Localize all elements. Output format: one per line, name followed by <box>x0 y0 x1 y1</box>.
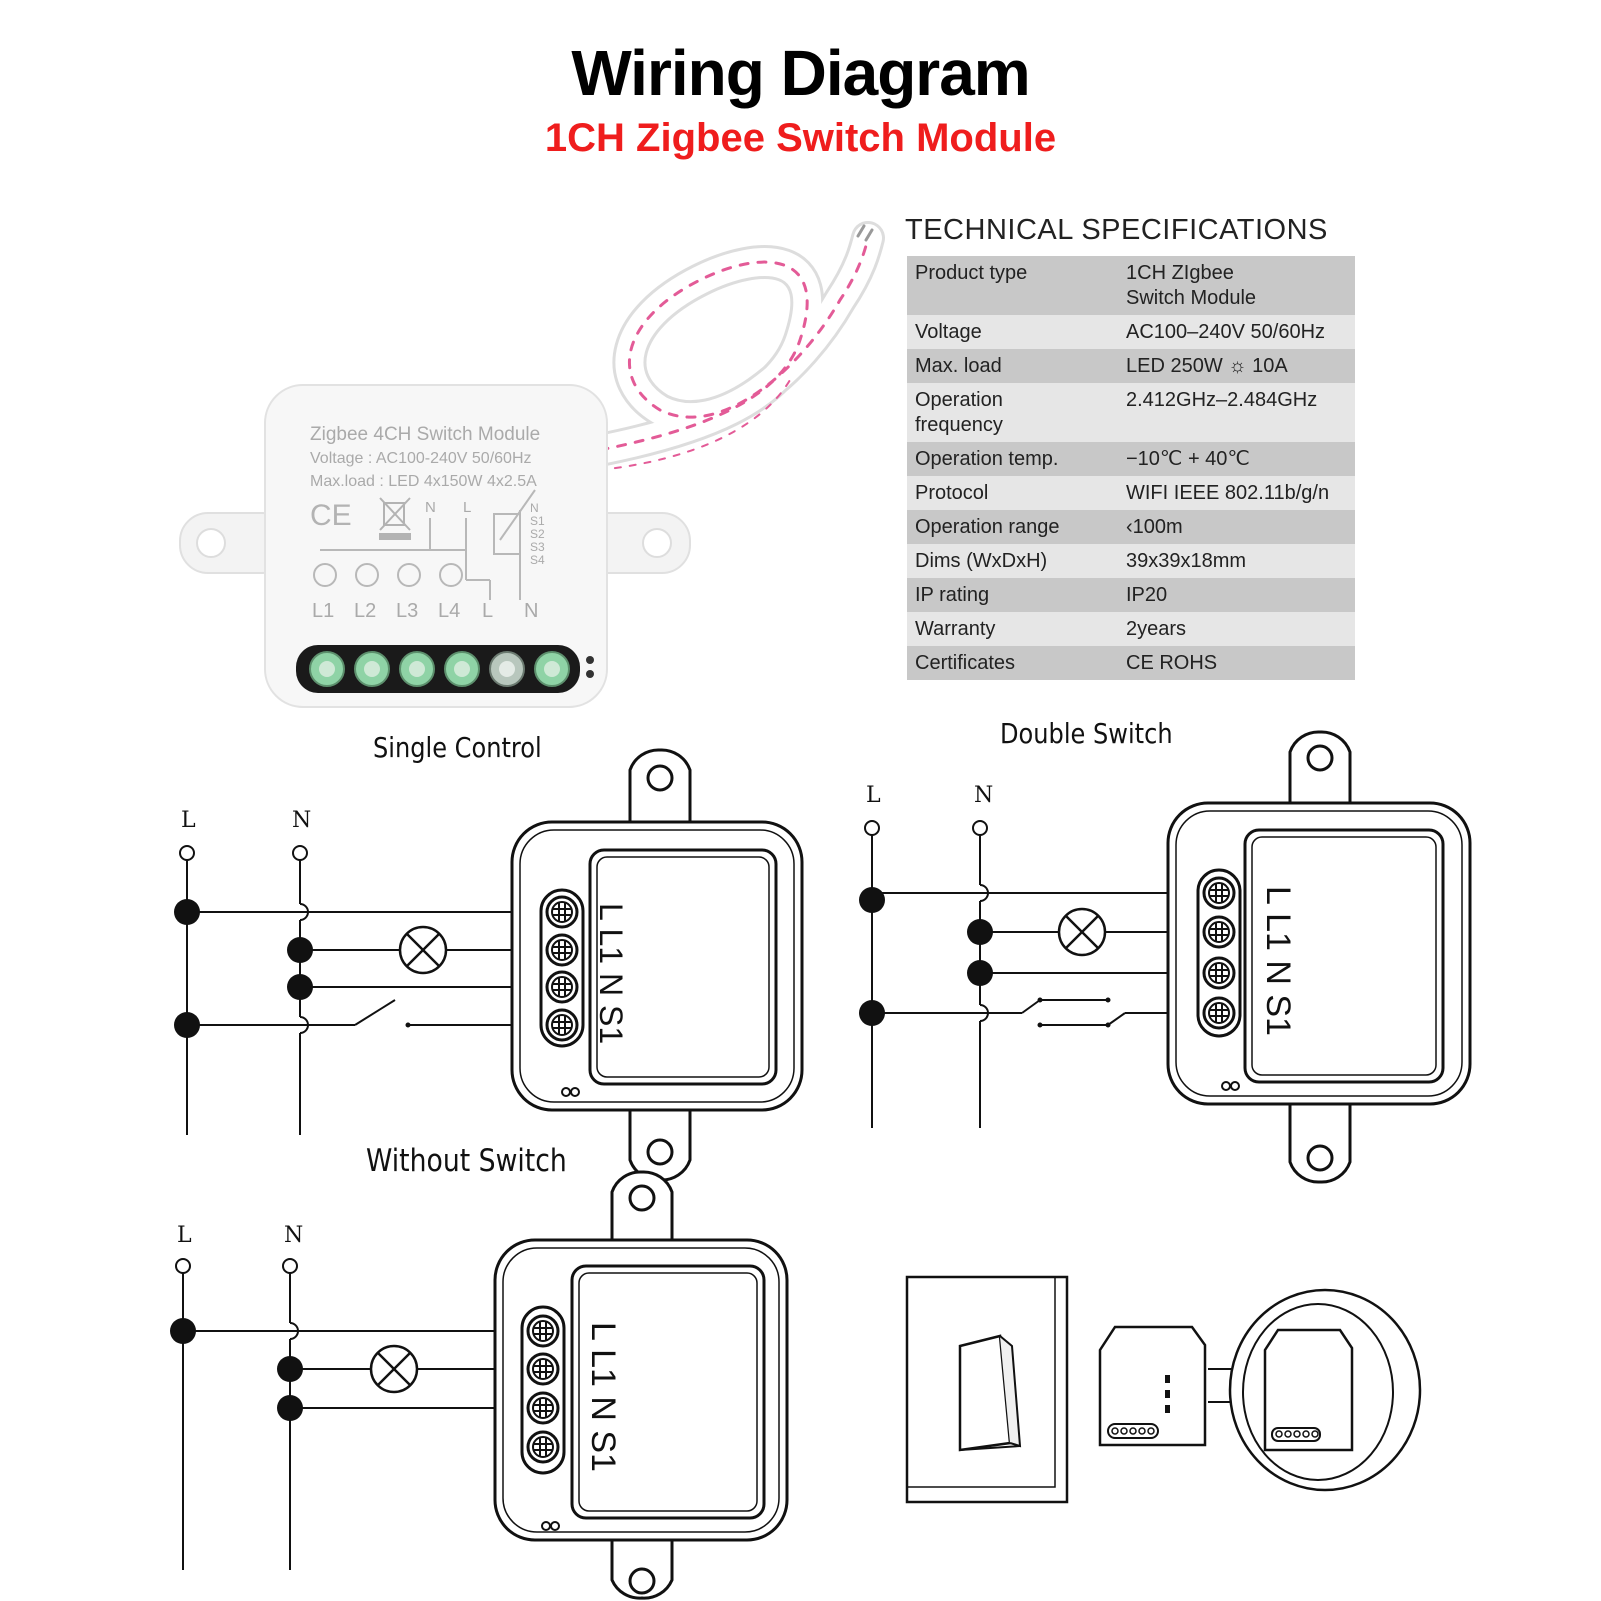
installation-illustration <box>905 1275 1422 1504</box>
spec-key: Operation range <box>907 510 1118 544</box>
terminal-label-l: L <box>482 600 493 622</box>
top-n-label: N <box>425 499 436 516</box>
page-title: Wiring Diagram <box>571 37 1030 109</box>
spec-value: CE ROHS <box>1118 646 1355 680</box>
spec-value: IP20 <box>1118 578 1355 612</box>
terminal-screws <box>309 651 570 687</box>
spec-key: Operation temp. <box>907 442 1118 476</box>
spec-key: Max. load <box>907 349 1118 383</box>
single-n-label: N <box>292 808 311 833</box>
top-l-label: L <box>463 499 471 516</box>
spec-value: AC100–240V 50/60Hz <box>1118 315 1355 349</box>
product-illustration: Zigbee 4CH Switch Module Voltage : AC100… <box>179 221 885 708</box>
without-switch-label: Without Switch <box>366 1143 567 1179</box>
module-body <box>264 384 608 708</box>
double-switch-diagram: L N <box>859 730 1472 1184</box>
dip-label-s2: S2 <box>530 527 545 541</box>
dip-label-s3: S3 <box>530 540 545 554</box>
spec-value: 1CH ZIgbee Switch Module <box>1118 256 1355 315</box>
printed-schematic <box>313 489 536 600</box>
spec-key: Product type <box>907 256 1118 315</box>
terminal-label-l3: L3 <box>396 600 418 622</box>
wall-box-icon <box>1228 1288 1422 1492</box>
specs-heading: TECHNICAL SPECIFICATIONS <box>905 214 1328 246</box>
dip-label-s4: S4 <box>530 553 545 567</box>
cable <box>583 221 885 471</box>
wall-switch-icon <box>905 1275 1069 1504</box>
dip-label-s1: S1 <box>530 514 545 528</box>
product-label-line3: Max.load : LED 4x150W 4x2.5A <box>310 473 537 490</box>
spec-value: WIFI IEEE 802.11b/g/n <box>1118 476 1355 510</box>
terminal-label-l1: L1 <box>312 600 334 622</box>
single-l-label: L <box>181 808 196 833</box>
product-label-line2: Voltage : AC100-240V 50/60Hz <box>310 450 532 467</box>
small-module-icon <box>1098 1325 1207 1447</box>
spec-key: Warranty <box>907 612 1118 646</box>
double-n-label: N <box>974 783 993 808</box>
dip-label-n: N <box>530 501 539 515</box>
spec-value: 2years <box>1118 612 1355 646</box>
spec-key: Dims (WxDxH) <box>907 544 1118 578</box>
spec-row: Operation range‹100m <box>907 510 1355 544</box>
page-subtitle: 1CH Zigbee Switch Module <box>544 116 1057 160</box>
spec-key: Protocol <box>907 476 1118 510</box>
single-module-text: L L1 N S1 <box>593 903 629 1044</box>
without-module-text: L L1 N S1 <box>584 1322 622 1472</box>
single-control-label: Single Control <box>373 731 542 764</box>
ce-mark: CE <box>310 499 352 532</box>
without-n-label: N <box>284 1223 303 1248</box>
spec-value: 39x39x18mm <box>1118 544 1355 578</box>
terminal-label-l2: L2 <box>354 600 376 622</box>
spec-key: IP rating <box>907 578 1118 612</box>
double-l-label: L <box>866 783 881 808</box>
spec-key: Voltage <box>907 315 1118 349</box>
spec-row: Dims (WxDxH)39x39x18mm <box>907 544 1355 578</box>
terminal-label-l4: L4 <box>438 600 460 622</box>
spec-value: ‹100m <box>1118 510 1355 544</box>
double-switch-label: Double Switch <box>1000 717 1173 750</box>
spec-key: Operation frequency <box>907 383 1118 442</box>
weee-bin-icon <box>379 497 411 540</box>
product-label-line1: Zigbee 4CH Switch Module <box>310 424 540 445</box>
without-switch-diagram: L N L L1 N S1 <box>170 1170 789 1600</box>
spec-value: LED 250W ☼ 10A <box>1118 349 1355 383</box>
without-l-label: L <box>177 1223 192 1248</box>
single-control-diagram: L N L L1 N S <box>174 748 804 1182</box>
spec-value: −10℃ + 40℃ <box>1118 442 1355 476</box>
terminal-label-n: N <box>524 600 538 622</box>
spec-row: Operation temp.−10℃ + 40℃ <box>907 442 1355 476</box>
double-module-text: L L1 N S1 <box>1259 886 1297 1036</box>
spec-key: Certificates <box>907 646 1118 680</box>
spec-value: 2.412GHz–2.484GHz <box>1118 383 1355 442</box>
